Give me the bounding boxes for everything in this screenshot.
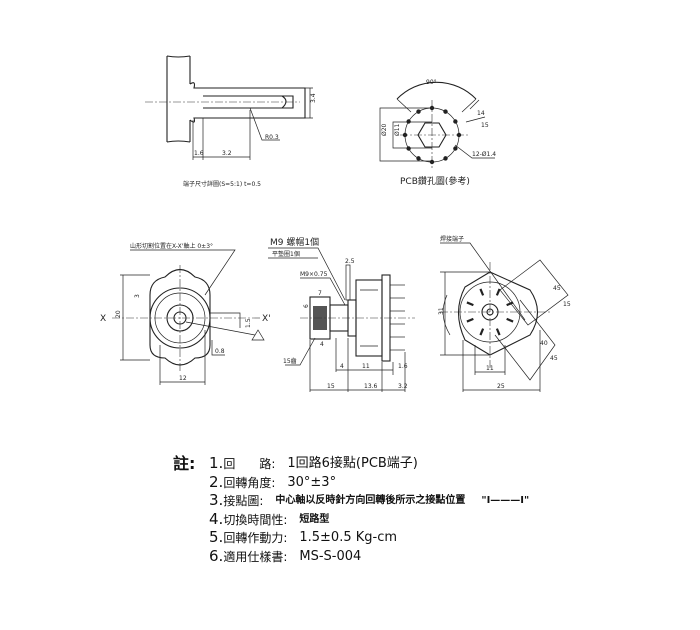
- pcb-hole: [453, 119, 458, 124]
- note-num: 6.: [209, 546, 224, 565]
- note-value: 中心軸以反時針方向回轉後所示之接點位置: [275, 495, 466, 506]
- dim-flat: 3: [134, 294, 141, 298]
- note-row-6: 6.適用仕樣書: MS-S-004: [209, 546, 529, 567]
- contact-terminal: [479, 288, 485, 296]
- dim-shaft: 12: [179, 375, 187, 382]
- note-row-3: 3.接點圖: 中心軸以反時針方向回轉後所示之接點位置 "I———I": [209, 491, 530, 511]
- note-label: 回 路:: [223, 457, 276, 471]
- pcb-layout-drawing: Ø20 Ø11 90° 14 15 12-Ø1.4 PCB鑽孔圖(參考): [379, 79, 496, 187]
- pcb-hole: [443, 109, 448, 114]
- dim-s4: 4: [320, 341, 324, 348]
- dim-d2: 1.5: [245, 318, 252, 328]
- dim-width-b: 3.2: [222, 150, 232, 157]
- dim-inner-dia: Ø11: [394, 123, 401, 136]
- note-label: 接點圖:: [223, 494, 264, 508]
- note-row-4: 4.切換時間性: 短路型: [209, 509, 529, 530]
- dim-d: 15: [563, 301, 571, 308]
- contact-terminal: [466, 317, 474, 323]
- note-num: 4.: [209, 509, 224, 528]
- dim-knurl: 7: [318, 290, 322, 297]
- front-view-drawing: 山形切割位置在X-X'軸上 0±3° X 20 X' 3 1.5 0.8 12: [100, 242, 271, 385]
- note-label: 切換時間性:: [223, 512, 288, 527]
- dim-inner: 11: [486, 365, 494, 372]
- dim-b: 40: [540, 340, 548, 347]
- rear-view-drawing: 焊接端子 31 11 25 45 15 40 45: [438, 235, 571, 392]
- dim-d32: 3.2: [398, 383, 408, 390]
- dim-a: 45: [553, 285, 561, 292]
- contact-terminal: [495, 288, 501, 296]
- dim-dia: 6: [303, 304, 310, 308]
- note-value: 30°±3°: [287, 474, 337, 490]
- pcb-hole: [406, 119, 411, 124]
- dim-angle: 90°: [426, 79, 437, 86]
- note-label: 回轉作動力:: [223, 531, 288, 545]
- dim-angle-b: 15: [481, 122, 489, 129]
- dim-h: 31: [438, 307, 445, 315]
- thread-label: M9×0.75: [300, 271, 328, 278]
- note-row-2: 2.回轉角度: 30°±3°: [209, 472, 529, 493]
- dim-height: 3.4: [310, 93, 317, 103]
- dim-d15: 15: [327, 383, 335, 390]
- contact-terminal: [506, 301, 514, 307]
- teeth-label: 15齒: [283, 357, 297, 365]
- terminal-detail-caption: 端子尺寸詳圖(S=5:1) t=0.5: [183, 180, 261, 188]
- dim-d136: 13.6: [364, 383, 378, 390]
- dim-c: 45: [550, 355, 558, 362]
- note-value: 1.5±0.5 Kg-cm: [299, 530, 398, 545]
- dim-d11: 11: [362, 363, 370, 370]
- dim-holes: 12-Ø1.4: [472, 151, 496, 158]
- pcb-hole: [406, 146, 411, 151]
- dim-radius: R0.3: [265, 134, 279, 141]
- pcb-hole: [416, 156, 421, 161]
- dim-outer-dia: Ø20: [381, 123, 388, 136]
- terminal-label: 焊接端子: [440, 235, 464, 243]
- notes-heading: 註:: [173, 454, 196, 473]
- axis-x-label: X: [100, 314, 106, 324]
- terminal-detail-drawing: 3.4 1.6 3.2 R0.3 端子尺寸詳圖(S=5:1) t=0.5: [145, 55, 317, 188]
- dim-top: 2.5: [345, 258, 355, 265]
- notes-block: 註: 1.回 路: 1回路6接點(PCB端子) 2.回轉角度: 30°±3° 3…: [173, 454, 530, 567]
- note-label: 適用仕樣書:: [223, 549, 288, 564]
- contact-terminal: [495, 328, 501, 336]
- pcb-hole: [456, 132, 462, 138]
- contact-symbol: "I———I": [481, 495, 530, 506]
- dim-w: 25: [497, 383, 505, 390]
- note-label: 回轉角度:: [223, 475, 276, 490]
- dim-d1: 0.8: [215, 348, 225, 355]
- note-num: 2.: [209, 472, 224, 491]
- contact-terminal: [466, 301, 474, 307]
- pcb-hole: [443, 156, 448, 161]
- dim-width-a: 1.6: [194, 150, 204, 157]
- nut-label: M9 螺帽1個: [270, 236, 319, 248]
- pcb-layout-caption: PCB鑽孔圖(參考): [400, 175, 470, 187]
- pcb-hole: [453, 146, 458, 151]
- dim-height: 20: [115, 310, 122, 318]
- note-row-1: 註: 1.回 路: 1回路6接點(PCB端子): [173, 454, 529, 474]
- front-view-note: 山形切割位置在X-X'軸上 0±3°: [130, 242, 213, 250]
- note-num: 5.: [209, 528, 224, 546]
- contact-terminal: [506, 317, 514, 323]
- pcb-hole: [416, 109, 421, 114]
- axis-x-prime-label: X': [262, 314, 271, 324]
- side-view-drawing: M9 螺帽1個 平墊圈1個 M9×0.75 2.5 7 6 15齒 4 4 11…: [268, 236, 415, 392]
- dim-angle-a: 14: [477, 110, 485, 117]
- dim-d16: 1.6: [398, 363, 408, 370]
- washer-label: 平墊圈1個: [272, 250, 300, 258]
- pcb-hole: [429, 159, 435, 165]
- pcb-hole: [402, 132, 408, 138]
- note-value: 1回路6接點(PCB端子): [287, 456, 418, 471]
- note-value: MS-S-004: [299, 548, 362, 564]
- note-num: 1.: [209, 454, 224, 472]
- dim-d4: 4: [340, 363, 344, 370]
- note-num: 3.: [209, 491, 224, 509]
- note-row-5: 5.回轉作動力: 1.5±0.5 Kg-cm: [209, 528, 529, 548]
- note-value: 短路型: [299, 513, 330, 525]
- contact-terminal: [479, 328, 485, 336]
